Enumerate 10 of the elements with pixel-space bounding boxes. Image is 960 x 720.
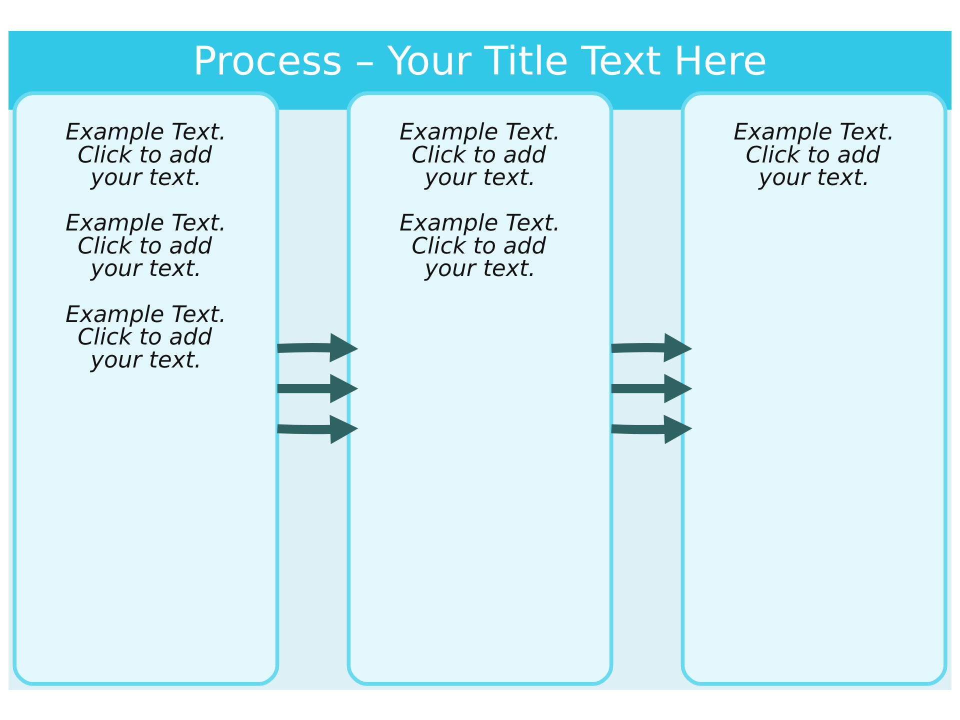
node-box: Example Text. Click to add your text. Example Text. Click to add your text. Example Text. Click to add your text. — [12, 90, 280, 686]
arrow — [277, 332, 358, 362]
diagram-title: Process – Your Title Text Here — [192, 38, 768, 84]
arrow — [277, 414, 358, 444]
arrow — [277, 373, 358, 403]
arrow — [611, 373, 692, 403]
node-box: Example Text. Click to add your text. — [680, 90, 948, 686]
arrow — [611, 414, 692, 444]
node-box: Example Text. Click to add your text. Example Text. Click to add your text. — [346, 90, 614, 686]
arrow — [611, 332, 692, 362]
